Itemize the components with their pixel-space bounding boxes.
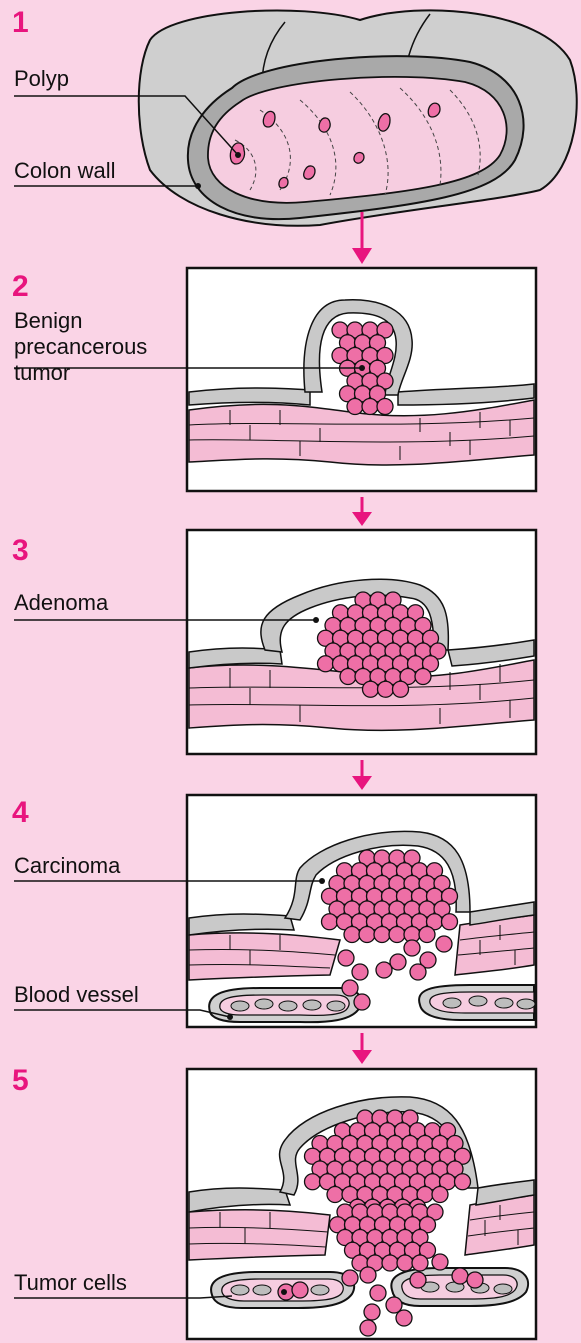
- stage-2-number: 2: [12, 270, 29, 303]
- stage-1: 1 Polyp Colon wall: [12, 6, 577, 226]
- tumor-cell: [305, 1174, 321, 1190]
- red-blood-cell: [231, 1001, 249, 1011]
- arrow-down-3: [352, 760, 372, 790]
- red-blood-cell: [517, 999, 535, 1009]
- tumor-cells-label: Tumor cells: [14, 1270, 127, 1295]
- tumor-cell: [436, 936, 452, 952]
- tumor-cell: [354, 994, 370, 1010]
- red-blood-cell: [303, 1000, 321, 1010]
- tumor-cell: [292, 1282, 308, 1298]
- tumor-cell: [432, 1187, 448, 1203]
- tumor-cell: [360, 1267, 376, 1283]
- carcinoma-label: Carcinoma: [14, 853, 121, 878]
- red-blood-cell: [253, 1285, 271, 1295]
- tumor-cell: [318, 656, 334, 672]
- stage-5: 5 Tumor cells: [12, 1064, 536, 1339]
- tumor-cell: [452, 1268, 468, 1284]
- stage-3-number: 3: [12, 534, 29, 567]
- red-blood-cell: [443, 998, 461, 1008]
- red-blood-cell: [495, 998, 513, 1008]
- tumor-cell: [390, 954, 406, 970]
- tumor-cell: [370, 1285, 386, 1301]
- tumor-cell: [397, 1255, 413, 1271]
- red-blood-cell: [311, 1285, 329, 1295]
- red-blood-cell: [255, 999, 273, 1009]
- tumor-cell: [410, 1272, 426, 1288]
- tumor-cell: [362, 399, 378, 415]
- tumor-cell: [352, 964, 368, 980]
- tumor-cell: [393, 681, 409, 697]
- tumor-cell: [386, 1297, 402, 1313]
- red-blood-cell: [279, 1001, 297, 1011]
- red-blood-cell: [469, 996, 487, 1006]
- tumor-cell: [342, 980, 358, 996]
- tumor-cell: [378, 681, 394, 697]
- tumor-cell: [340, 669, 356, 685]
- tumor-cell: [415, 669, 431, 685]
- tumor-cell: [410, 964, 426, 980]
- tumor-cell: [404, 940, 420, 956]
- tumor-cell: [432, 1254, 448, 1270]
- stage-4-number: 4: [12, 796, 29, 829]
- tumor-cell: [382, 1255, 398, 1271]
- stage-4: 4 Carcinoma Blood vessel: [12, 795, 536, 1027]
- blood-vessel-label: Blood vessel: [14, 982, 139, 1007]
- tumor-cell: [338, 950, 354, 966]
- tumor-cell: [364, 1304, 380, 1320]
- tumor-cell: [412, 1255, 428, 1271]
- red-blood-cell: [327, 1001, 345, 1011]
- tumor-cell: [376, 962, 392, 978]
- stage-1-number: 1: [12, 6, 29, 39]
- tumor-cell: [359, 927, 375, 943]
- arrow-down-4: [352, 1033, 372, 1064]
- colon-wall-label: Colon wall: [14, 158, 116, 183]
- tumor-cell: [360, 1320, 376, 1336]
- stage-5-number: 5: [12, 1064, 29, 1097]
- tumor-cell: [363, 681, 379, 697]
- arrow-down-2: [352, 497, 372, 526]
- tumor-cell: [467, 1272, 483, 1288]
- tumor-cell: [374, 927, 390, 943]
- benign-label-line2: precancerous: [14, 334, 147, 359]
- tumor-cell: [344, 927, 360, 943]
- tumor-cell: [327, 1187, 343, 1203]
- red-blood-cell: [231, 1285, 249, 1295]
- benign-label-line3: tumor: [14, 360, 70, 385]
- polyp-label: Polyp: [14, 66, 69, 91]
- tumor-cell: [377, 399, 393, 415]
- tumor-cell: [442, 914, 458, 930]
- tumor-cell: [419, 927, 435, 943]
- tumor-cell: [455, 1174, 471, 1190]
- tumor-cell: [347, 399, 363, 415]
- tumor-cell: [322, 914, 338, 930]
- tumor-cell: [342, 1270, 358, 1286]
- adenoma-label: Adenoma: [14, 590, 109, 615]
- stage-2: 2 Benign precancerous tumor: [12, 268, 536, 491]
- red-blood-cell: [494, 1284, 512, 1294]
- benign-label-line1: Benign: [14, 308, 83, 333]
- stage-3: 3 Adenoma: [12, 530, 536, 754]
- tumor-cell: [389, 927, 405, 943]
